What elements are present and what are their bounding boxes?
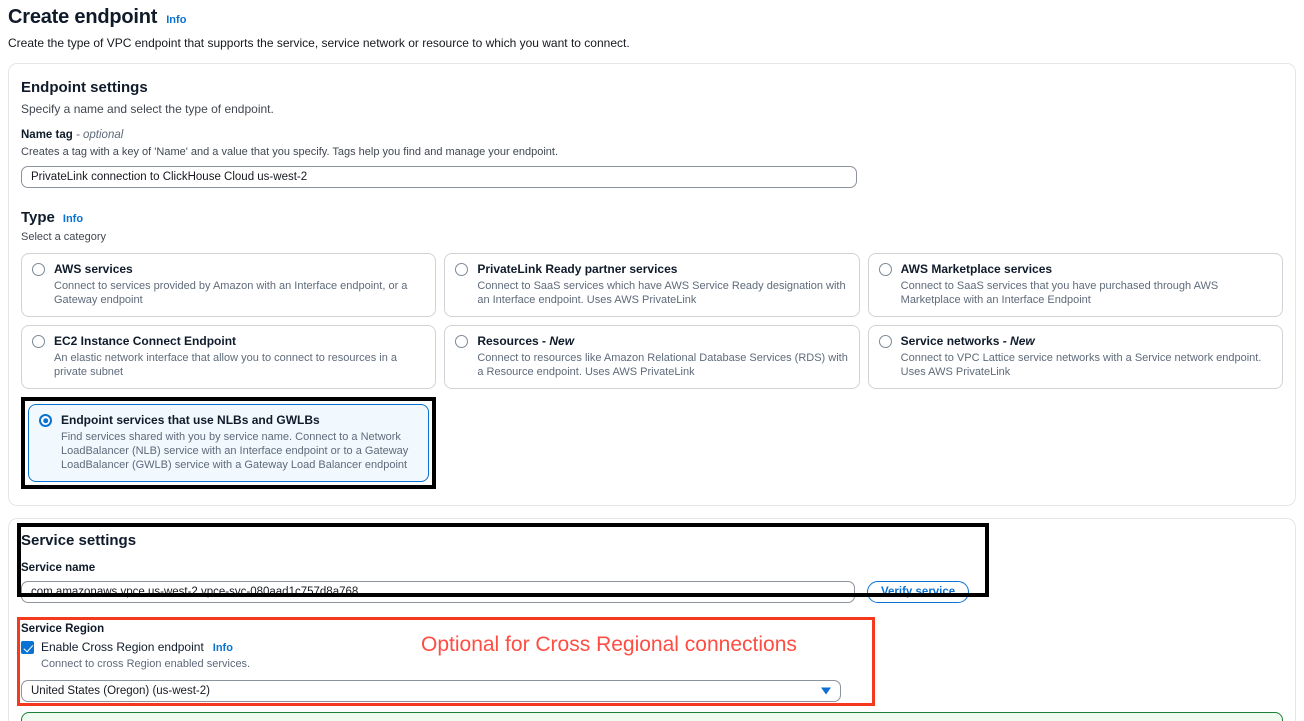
page-info-link[interactable]: Info — [166, 13, 186, 27]
type-option-endpoint-services-nlb-gwlb[interactable]: Endpoint services that use NLBs and GWLB… — [28, 404, 429, 482]
radio-icon[interactable] — [32, 335, 45, 348]
type-label-row: Type Info — [21, 208, 1283, 228]
endpoint-settings-title: Endpoint settings — [21, 78, 1283, 98]
type-option-title: AWS Marketplace services — [901, 262, 1272, 277]
type-option-description: An elastic network interface that allow … — [54, 351, 425, 379]
service-settings-title: Service settings — [21, 531, 1283, 551]
enable-cross-region-label: Enable Cross Region endpoint — [41, 640, 204, 655]
radio-icon-selected[interactable] — [39, 414, 52, 427]
name-tag-label: Name tag - optional — [21, 128, 1283, 143]
name-tag-hint: Creates a tag with a key of 'Name' and a… — [21, 145, 1283, 160]
type-hint: Select a category — [21, 230, 1283, 245]
service-region-select[interactable]: United States (Oregon) (us-west-2) — [21, 680, 841, 702]
verify-service-button[interactable]: Verify service — [867, 581, 969, 603]
type-option-title: EC2 Instance Connect Endpoint — [54, 334, 425, 349]
annotation-text-optional-cross-regional: Optional for Cross Regional connections — [421, 633, 797, 657]
type-option-title: Endpoint services that use NLBs and GWLB… — [61, 413, 418, 428]
name-tag-input[interactable]: PrivateLink connection to ClickHouse Clo… — [21, 166, 857, 188]
type-option-aws-marketplace-services[interactable]: AWS Marketplace services Connect to SaaS… — [868, 253, 1283, 317]
page-header: Create endpoint Info Create the type of … — [0, 0, 1304, 51]
chevron-down-icon[interactable] — [821, 688, 831, 695]
type-option-title: Resources - New — [477, 334, 848, 349]
type-info-link[interactable]: Info — [63, 212, 83, 226]
type-option-resources[interactable]: Resources - New Connect to resources lik… — [444, 325, 859, 389]
type-option-description: Connect to SaaS services that you have p… — [901, 279, 1272, 307]
name-tag-label-text: Name tag — [21, 129, 73, 141]
type-label: Type — [21, 208, 55, 228]
radio-icon[interactable] — [879, 263, 892, 276]
radio-icon[interactable] — [455, 263, 468, 276]
alert-service-name-verified: Service name verified. — [21, 712, 1283, 721]
service-region-group: Optional for Cross Regional connections … — [21, 622, 1283, 702]
type-option-description: Connect to VPC Lattice service networks … — [901, 351, 1272, 379]
service-name-label: Service name — [21, 561, 1283, 576]
type-option-ec2-instance-connect-endpoint[interactable]: EC2 Instance Connect Endpoint An elastic… — [21, 325, 436, 389]
service-name-group: Service name com.amazonaws.vpce.us-west-… — [21, 561, 1283, 603]
type-option-title: AWS services — [54, 262, 425, 277]
type-option-title: Service networks - New — [901, 334, 1272, 349]
page-title-row: Create endpoint Info — [8, 4, 1296, 30]
type-option-description: Connect to resources like Amazon Relatio… — [477, 351, 848, 379]
endpoint-settings-subtitle: Specify a name and select the type of en… — [21, 101, 1283, 117]
endpoint-settings-panel: Endpoint settings Specify a name and sel… — [8, 63, 1296, 506]
type-option-description: Connect to SaaS services which have AWS … — [477, 279, 848, 307]
radio-icon[interactable] — [32, 263, 45, 276]
type-option-description: Find services shared with you by service… — [61, 430, 418, 472]
radio-icon[interactable] — [455, 335, 468, 348]
type-option-privatelink-ready-partner-services[interactable]: PrivateLink Ready partner services Conne… — [444, 253, 859, 317]
service-region-selected-value: United States (Oregon) (us-west-2) — [31, 685, 210, 697]
page-title: Create endpoint — [8, 4, 157, 30]
type-option-title: PrivateLink Ready partner services — [477, 262, 848, 277]
radio-icon[interactable] — [879, 335, 892, 348]
service-name-input[interactable]: com.amazonaws.vpce.us-west-2.vpce-svc-08… — [21, 581, 855, 603]
name-tag-field-group: Name tag - optional Creates a tag with a… — [21, 128, 1283, 188]
type-option-description: Connect to services provided by Amazon w… — [54, 279, 425, 307]
service-name-row: com.amazonaws.vpce.us-west-2.vpce-svc-08… — [21, 581, 1283, 603]
type-option-service-networks[interactable]: Service networks - New Connect to VPC La… — [868, 325, 1283, 389]
type-field-group: Type Info Select a category AWS services… — [21, 208, 1283, 489]
enable-cross-region-hint: Connect to cross Region enabled services… — [41, 657, 250, 671]
enable-cross-region-checkbox[interactable] — [21, 641, 34, 654]
alert-stack: Service name verified. You are creating … — [21, 712, 1283, 721]
type-option-grid: AWS services Connect to services provide… — [21, 253, 1283, 489]
page-description: Create the type of VPC endpoint that sup… — [8, 35, 1296, 51]
name-tag-optional-suffix: - optional — [76, 129, 123, 141]
cross-region-info-link[interactable]: Info — [213, 641, 233, 655]
annotation-box-selected-type: Endpoint services that use NLBs and GWLB… — [21, 397, 436, 489]
service-settings-panel: Service settings Service name com.amazon… — [8, 518, 1296, 721]
type-option-aws-services[interactable]: AWS services Connect to services provide… — [21, 253, 436, 317]
